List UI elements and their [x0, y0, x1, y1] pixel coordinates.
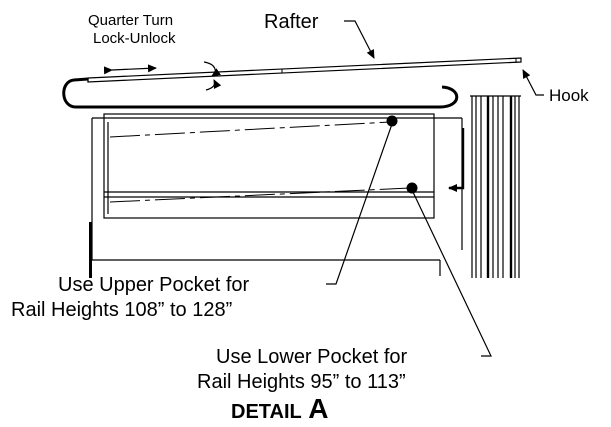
- quarter-turn-arrows: [103, 61, 222, 91]
- right-posts: [470, 95, 521, 278]
- left-post: [89, 222, 92, 278]
- pocket-frame: [103, 113, 435, 219]
- detail-word: DETAIL: [231, 401, 302, 423]
- hook-label: Hook: [549, 86, 589, 105]
- lower-pocket-leader: [411, 189, 492, 357]
- quarter-turn-label-line1: Quarter Turn: [88, 12, 173, 29]
- quarter-turn-label-line2: Lock-Unlock: [93, 30, 176, 47]
- detail-label: DETAIL A: [231, 393, 328, 424]
- rafter-label: Rafter: [264, 11, 319, 33]
- hook-leader: [522, 69, 544, 96]
- upper-pocket-dot: [386, 115, 398, 127]
- rafter-bar: [87, 57, 522, 83]
- lower-pocket-dot: [406, 182, 418, 194]
- detail-letter: A: [308, 393, 328, 424]
- main-panel: [91, 117, 463, 276]
- pocket-centerlines: [109, 121, 411, 203]
- lower-pocket-label-line2: Rail Heights 95” to 113”: [197, 371, 406, 393]
- upper-pocket-label-line1: Use Upper Pocket for: [58, 274, 250, 296]
- lower-pocket-label-line1: Use Lower Pocket for: [216, 346, 408, 368]
- hook-wire: [62, 77, 459, 109]
- move-down-arrow: [448, 128, 465, 192]
- rafter-leader: [344, 20, 375, 59]
- upper-pocket-label-line2: Rail Heights 108” to 128”: [11, 299, 232, 321]
- upper-pocket-leader: [326, 123, 393, 285]
